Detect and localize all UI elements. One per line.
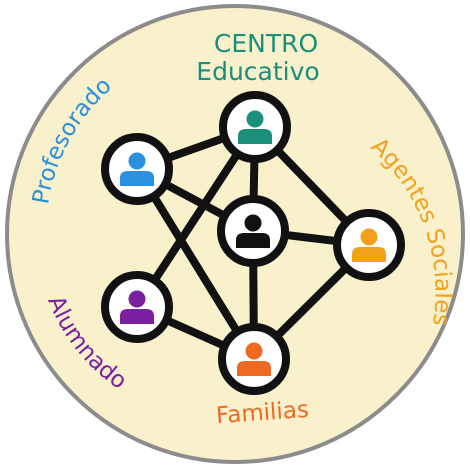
person-head xyxy=(128,152,146,170)
person-body xyxy=(238,129,272,144)
person-icon xyxy=(237,342,271,376)
person-body xyxy=(236,233,270,248)
node-profesorado xyxy=(101,133,173,205)
label-centro-line2: Educativo xyxy=(196,57,319,86)
person-icon xyxy=(120,290,154,324)
person-icon xyxy=(238,110,272,144)
node-familias xyxy=(218,323,290,395)
person-head xyxy=(246,110,264,128)
edge-profesorado-familias xyxy=(133,165,258,363)
node-alumnado xyxy=(101,271,173,343)
node-center xyxy=(217,195,289,267)
person-head xyxy=(245,342,263,360)
person-body xyxy=(120,171,154,186)
person-body xyxy=(352,247,386,262)
node-agentes xyxy=(333,209,405,281)
person-icon xyxy=(120,152,154,186)
label-familias: Familias xyxy=(215,397,309,429)
nodes-layer xyxy=(101,91,405,395)
person-head xyxy=(360,228,378,246)
person-icon xyxy=(352,228,386,262)
person-body xyxy=(237,361,271,376)
label-centro-line1: CENTRO xyxy=(214,29,318,58)
person-icon xyxy=(236,214,270,248)
person-head xyxy=(128,290,146,308)
person-body xyxy=(120,309,154,324)
node-centro xyxy=(219,91,291,163)
person-head xyxy=(244,214,262,232)
